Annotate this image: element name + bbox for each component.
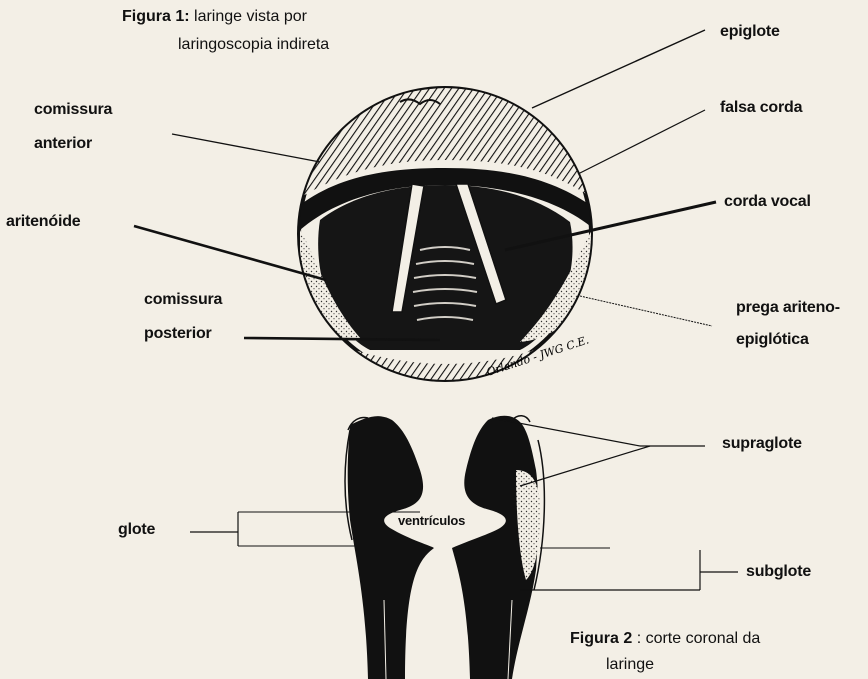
label-comissura-anterior-1: comissura — [34, 100, 112, 120]
line-falsa-corda — [578, 110, 705, 174]
label-supraglote: supraglote — [722, 434, 802, 454]
figure2-caption-line1: : corte coronal da — [637, 630, 761, 647]
line-comissura-anterior — [172, 134, 320, 162]
figure2-caption-line2: laringe — [606, 652, 654, 678]
larynx-coronal-section — [345, 416, 544, 679]
label-glote: glote — [118, 520, 155, 540]
figure1-caption-line2: laringoscopia indireta — [178, 32, 329, 58]
label-comissura-posterior-2: posterior — [144, 324, 212, 344]
line-prega — [580, 296, 712, 326]
label-corda-vocal: corda vocal — [724, 192, 811, 212]
line-supraglote-2 — [520, 446, 650, 486]
label-prega-2: epiglótica — [736, 330, 809, 350]
label-epiglote: epiglote — [720, 22, 780, 42]
figure1-caption: Figura 1: laringe vista por — [122, 4, 307, 30]
line-epiglote — [532, 30, 705, 108]
label-subglote: subglote — [746, 562, 811, 582]
label-aritenoide: aritenóide — [6, 212, 80, 232]
figure2-caption-label: Figura 2 — [570, 630, 632, 647]
label-prega-1: prega ariteno- — [736, 298, 840, 318]
label-ventriculos: ventrículos — [398, 511, 465, 531]
figure1-caption-line1: laringe vista por — [194, 8, 307, 25]
label-comissura-anterior-2: anterior — [34, 134, 92, 154]
label-comissura-posterior-1: comissura — [144, 290, 222, 310]
label-falsa-corda: falsa corda — [720, 98, 802, 118]
figure2-caption: Figura 2 : corte coronal da — [570, 626, 760, 652]
figure1-caption-label: Figura 1: — [122, 8, 190, 25]
